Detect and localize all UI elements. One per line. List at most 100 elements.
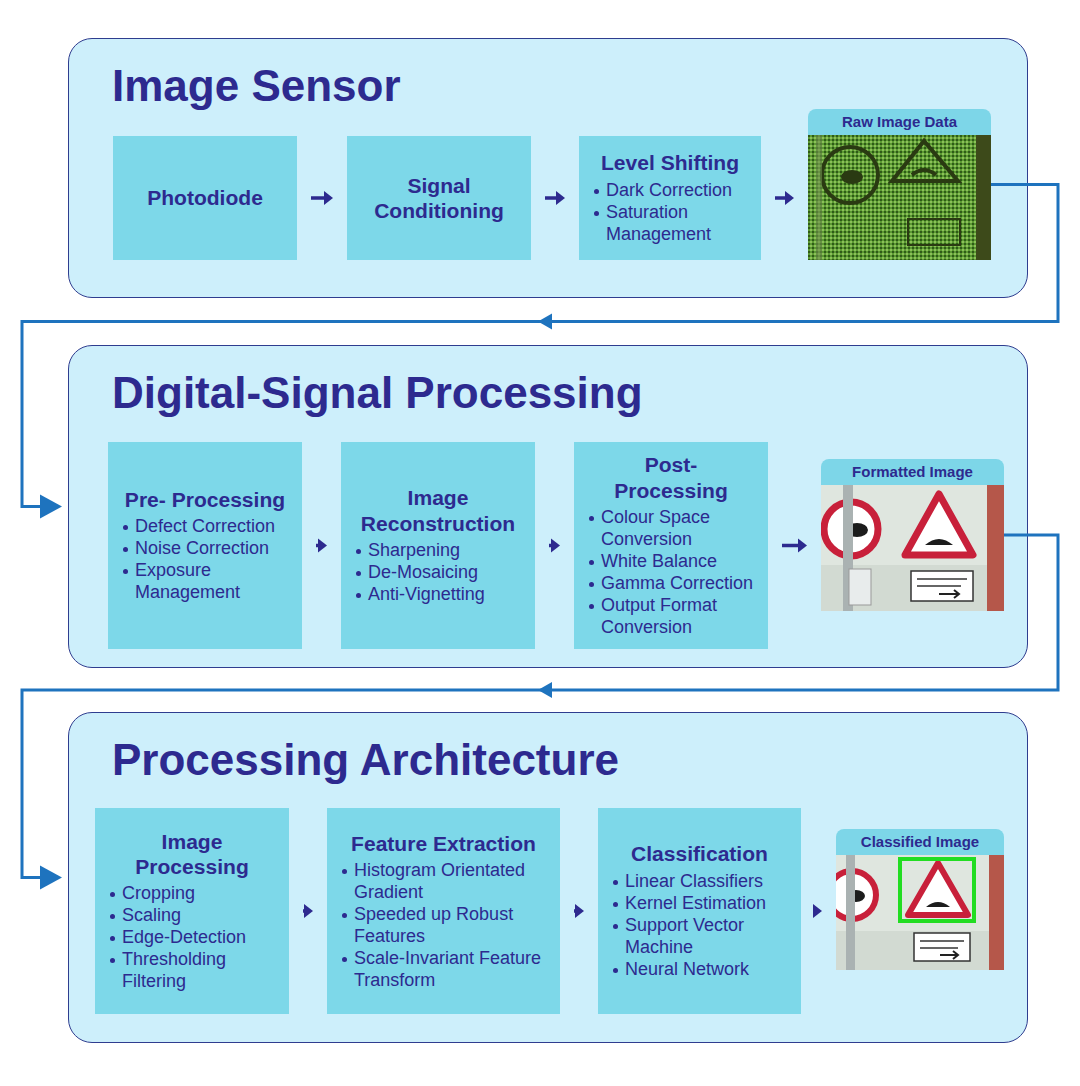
bullet-text: Defect Correction	[135, 516, 275, 536]
connector-line	[545, 196, 557, 200]
card-title: Formatted Image	[852, 459, 973, 485]
panel-title: Processing Architecture	[112, 735, 619, 786]
box-heading: Image Reconstruction	[353, 485, 523, 536]
bullet-text: Support Vector Machine	[625, 915, 744, 957]
box-content: Feature ExtractionHistogram Orientated G…	[339, 831, 548, 992]
bullet-row: Neural Network	[610, 959, 789, 981]
classified-sign-image	[836, 855, 1004, 970]
bullet-dot	[110, 958, 115, 963]
box-content: ClassificationLinear ClassifiersKernel E…	[610, 841, 789, 980]
bullet-text: Gamma Correction	[601, 573, 753, 593]
card-tab: Formatted Image	[821, 459, 1004, 485]
process-box: Image ProcessingCroppingScalingEdge-Dete…	[95, 808, 289, 1014]
box-content: Photodiode	[125, 185, 285, 210]
arrow-head	[40, 495, 62, 519]
bullet-row: White Balance	[586, 551, 756, 573]
bullet-text: Linear Classifiers	[625, 871, 763, 891]
bullet-text: Noise Correction	[135, 538, 269, 558]
bullet-row: Thresholding Filtering	[107, 949, 277, 993]
bullet-row: Scale-Invariant Feature Transform	[339, 948, 548, 992]
bullet-text: Histogram Orientated Gradient	[354, 860, 525, 902]
process-box: Level ShiftingDark CorrectionSaturation …	[579, 136, 761, 260]
image-card: Raw Image Data	[808, 109, 991, 260]
arrow-head	[538, 314, 552, 330]
bullet-row: Colour Space Conversion	[586, 507, 756, 551]
arrow-head	[538, 682, 552, 698]
image-card: Classified Image	[836, 829, 1004, 970]
bullet-dot	[589, 516, 594, 521]
process-box: Image ReconstructionSharpeningDe-Mosaici…	[341, 442, 535, 649]
process-box: Pre- ProcessingDefect CorrectionNoise Co…	[108, 442, 302, 649]
bullet-row: Anti-Vignetting	[353, 584, 523, 606]
bullet-row: Noise Correction	[120, 538, 290, 560]
box-heading: Photodiode	[125, 185, 285, 210]
bullet-text: Output Format Conversion	[601, 595, 717, 637]
bullet-dot	[356, 571, 361, 576]
box-heading: Image Processing	[107, 829, 277, 880]
box-heading: Post- Processing	[586, 452, 756, 503]
bullet-row: Histogram Orientated Gradient	[339, 860, 548, 904]
bullet-text: Dark Correction	[606, 180, 732, 200]
panel-title: Digital-Signal Processing	[112, 368, 643, 419]
formatted-sign-image	[821, 485, 1004, 611]
bullet-dot	[342, 913, 347, 918]
bullet-dot	[589, 604, 594, 609]
panel-title: Image Sensor	[112, 61, 401, 112]
bullet-row: Kernel Estimation	[610, 893, 789, 915]
bullet-dot	[356, 549, 361, 554]
bullet-text: Cropping	[122, 883, 195, 903]
process-box: Signal Conditioning	[347, 136, 531, 260]
bullet-dot	[342, 869, 347, 874]
bullet-dot	[123, 525, 128, 530]
box-content: Image ProcessingCroppingScalingEdge-Dete…	[107, 829, 277, 993]
bullet-dot	[589, 582, 594, 587]
bullet-dot	[342, 957, 347, 962]
bullet-dot	[110, 892, 115, 897]
connector-line	[311, 196, 325, 200]
stage-panel: Digital-Signal ProcessingPre- Processing…	[68, 345, 1028, 668]
box-heading: Level Shifting	[591, 150, 749, 175]
bullet-row: De-Mosaicing	[353, 562, 523, 584]
box-heading: Signal Conditioning	[359, 173, 519, 224]
bullet-dot	[110, 936, 115, 941]
process-box: ClassificationLinear ClassifiersKernel E…	[598, 808, 801, 1014]
bullet-text: Colour Space Conversion	[601, 507, 710, 549]
bullet-dot	[123, 547, 128, 552]
bullet-text: Exposure Management	[135, 560, 240, 602]
box-content: Post- ProcessingColour Space ConversionW…	[586, 452, 756, 638]
bullet-dot	[613, 880, 618, 885]
bullet-row: Saturation Management	[591, 202, 749, 246]
box-heading: Feature Extraction	[339, 831, 548, 856]
box-heading: Pre- Processing	[120, 487, 290, 512]
process-box: Post- ProcessingColour Space ConversionW…	[574, 442, 768, 649]
card-picture	[836, 855, 1004, 970]
bullet-row: Dark Correction	[591, 180, 749, 202]
bullet-dot	[123, 569, 128, 574]
bullet-text: Scaling	[122, 905, 181, 925]
box-content: Level ShiftingDark CorrectionSaturation …	[591, 150, 749, 245]
bullet-text: Edge-Detection	[122, 927, 246, 947]
stage-panel: Processing ArchitectureImage ProcessingC…	[68, 712, 1028, 1043]
card-picture	[808, 135, 991, 260]
bullet-row: Gamma Correction	[586, 573, 756, 595]
card-title: Classified Image	[861, 829, 979, 855]
arrow-head	[40, 866, 62, 890]
bullet-text: Speeded up Robust Features	[354, 904, 513, 946]
box-content: Signal Conditioning	[359, 173, 519, 224]
card-title: Raw Image Data	[842, 109, 957, 135]
bullet-row: Speeded up Robust Features	[339, 904, 548, 948]
bullet-row: Edge-Detection	[107, 927, 277, 949]
bullet-dot	[594, 189, 599, 194]
process-box: Photodiode	[113, 136, 297, 260]
bullet-text: White Balance	[601, 551, 717, 571]
card-tab: Raw Image Data	[808, 109, 991, 135]
process-box: Feature ExtractionHistogram Orientated G…	[327, 808, 560, 1014]
stage-panel: Image SensorPhotodiode Signal Conditionin…	[68, 38, 1028, 298]
box-content: Image ReconstructionSharpeningDe-Mosaici…	[353, 485, 523, 605]
bullet-text: Kernel Estimation	[625, 893, 766, 913]
bullet-dot	[594, 211, 599, 216]
bullet-dot	[589, 560, 594, 565]
bullet-text: De-Mosaicing	[368, 562, 478, 582]
raw-mosaic-image	[808, 135, 991, 260]
